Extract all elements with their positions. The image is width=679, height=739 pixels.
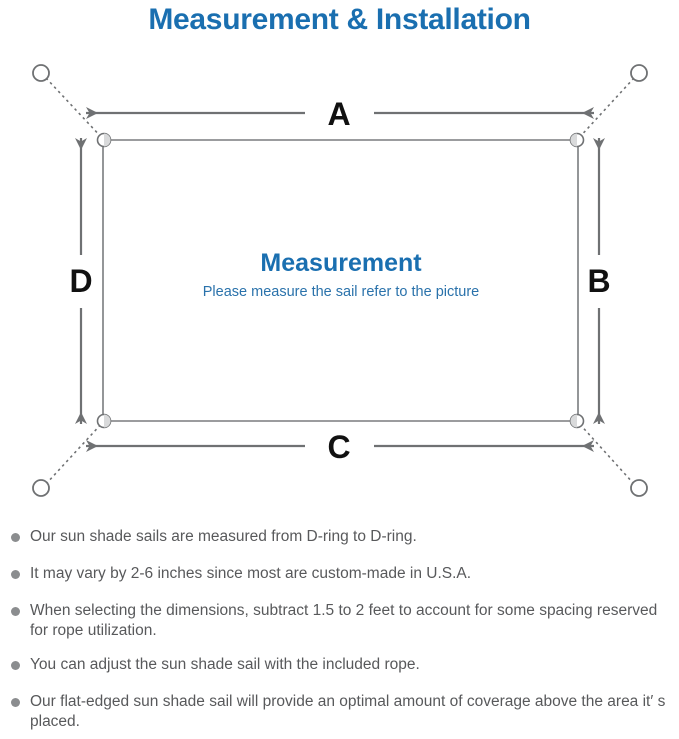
- rope-lines: [45, 77, 635, 485]
- anchor-point-top-left-icon: [32, 64, 50, 82]
- dimension-label-b: B: [587, 263, 610, 299]
- rope-line-bottom-left: [45, 420, 105, 485]
- anchor-points: [32, 64, 648, 497]
- sail-center-subtext: Please measure the sail refer to the pic…: [203, 284, 479, 300]
- list-item: When selecting the dimensions, subtract …: [0, 601, 679, 641]
- dimension-label-c: C: [327, 429, 350, 465]
- d-ring-top-left-fill: [104, 133, 111, 147]
- bullet-icon: [11, 570, 20, 579]
- bullet-icon: [11, 607, 20, 616]
- note-text: Our sun shade sails are measured from D-…: [30, 528, 417, 545]
- note-text: It may vary by 2-6 inches since most are…: [30, 565, 472, 582]
- measurement-diagram: A B C D Measurement Please measure the s…: [0, 40, 679, 520]
- page-title: Measurement & Installation: [148, 3, 531, 36]
- note-text: Our flat-edged sun shade sail will provi…: [30, 693, 666, 730]
- anchor-point-top-right-icon: [630, 64, 648, 82]
- note-text: When selecting the dimensions, subtract …: [30, 602, 658, 639]
- rope-line-bottom-right: [576, 420, 635, 485]
- bullet-icon: [11, 533, 20, 542]
- bullet-icon: [11, 698, 20, 707]
- d-ring-bottom-left-fill: [104, 414, 111, 428]
- rope-line-top-left: [45, 77, 105, 141]
- d-ring-bottom-right-fill: [570, 414, 577, 428]
- list-item: Our sun shade sails are measured from D-…: [0, 527, 679, 547]
- bullet-icon: [11, 661, 20, 670]
- d-ring-top-right-fill: [570, 133, 577, 147]
- notes-list: Our sun shade sails are measured from D-…: [0, 525, 679, 739]
- rope-line-top-right: [576, 77, 635, 141]
- dimension-label-a: A: [327, 96, 350, 132]
- d-rings: [96, 132, 585, 429]
- list-item: Our flat-edged sun shade sail will provi…: [0, 692, 679, 732]
- list-item: It may vary by 2-6 inches since most are…: [0, 564, 679, 584]
- sail-center-heading: Measurement: [260, 249, 422, 277]
- anchor-point-bottom-right-icon: [630, 479, 648, 497]
- anchor-point-bottom-left-icon: [32, 479, 50, 497]
- note-text: You can adjust the sun shade sail with t…: [30, 656, 420, 673]
- list-item: You can adjust the sun shade sail with t…: [0, 655, 679, 675]
- dimension-label-d: D: [69, 263, 92, 299]
- sail-body: [102, 139, 579, 422]
